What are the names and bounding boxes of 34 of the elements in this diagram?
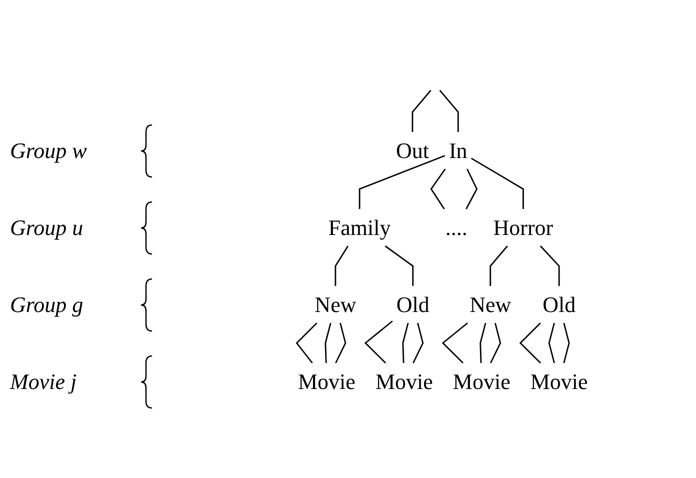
node-text: Old [542, 292, 576, 317]
level-label: Movie j [8, 368, 78, 394]
node-text: Out [396, 138, 430, 163]
level-label: Group w [9, 138, 88, 164]
connector [471, 158, 524, 209]
connector [563, 322, 570, 364]
connector [480, 322, 486, 364]
node-text: Movie [376, 369, 433, 394]
connector [412, 322, 424, 364]
connector [334, 246, 349, 286]
node-text: Movie [530, 369, 588, 394]
node-text: Movie [453, 369, 510, 394]
connector [490, 246, 508, 286]
node-text: New [314, 292, 356, 317]
connector [548, 322, 556, 364]
node-text: Old [396, 292, 430, 317]
connector [412, 90, 432, 132]
node-text: Family [328, 215, 391, 240]
connector [384, 245, 414, 286]
connector [402, 322, 409, 364]
connector [540, 246, 560, 286]
connector [439, 90, 459, 132]
connector [324, 322, 332, 364]
node-text: Horror [493, 215, 554, 240]
connector [466, 168, 478, 210]
connector [335, 322, 346, 364]
level-label: Group u [9, 214, 84, 240]
node-text: .... [445, 215, 468, 240]
connector [490, 322, 502, 364]
connector [358, 154, 446, 209]
node-text: Movie [298, 369, 356, 394]
node-text: New [470, 292, 512, 317]
node-text: In [449, 138, 468, 163]
level-label: Group g [9, 292, 84, 318]
